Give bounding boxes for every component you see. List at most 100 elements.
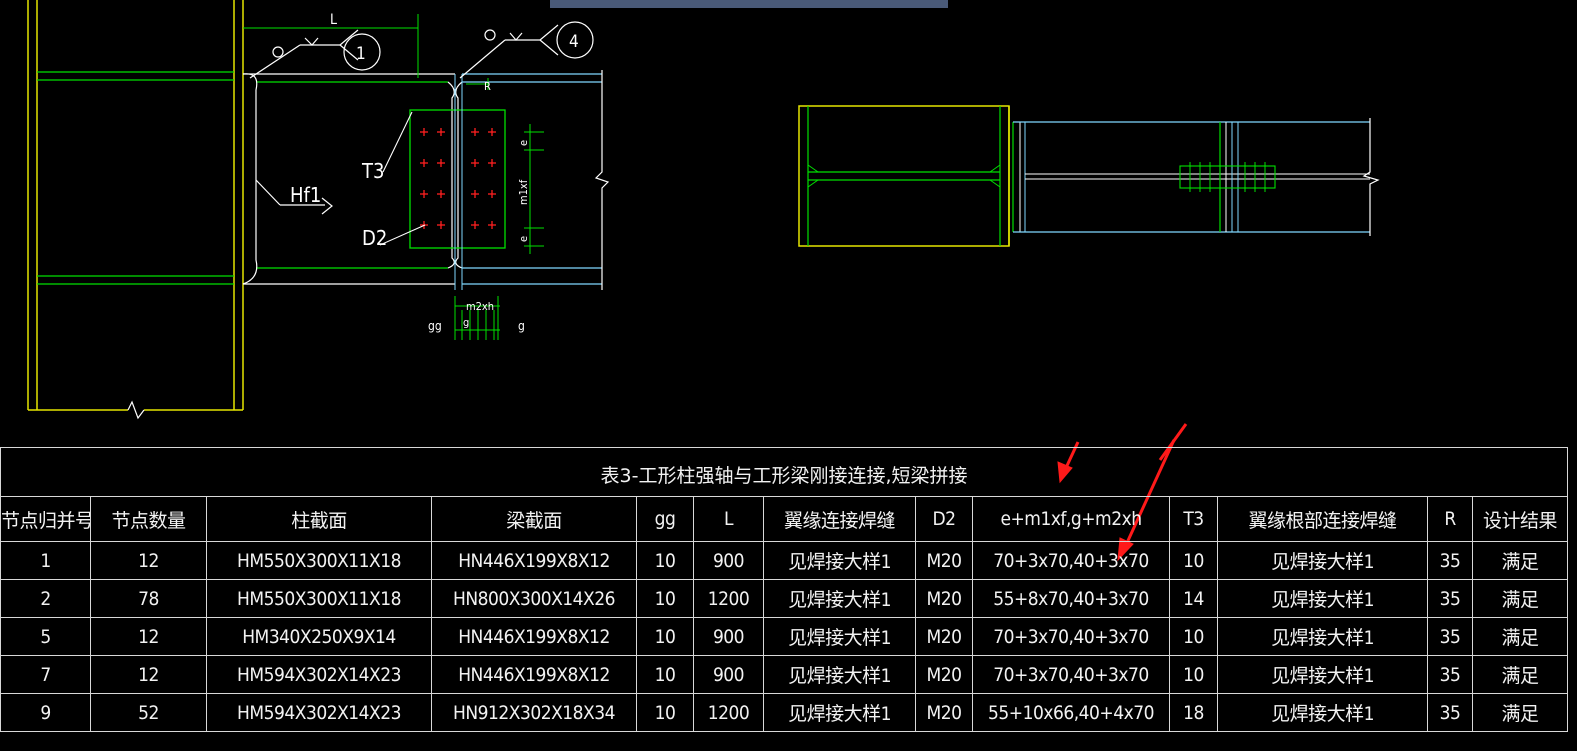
table-cell: HN912X302X18X34 (431, 693, 637, 732)
table-cell: 35 (1427, 541, 1473, 580)
column-header: 节点数量 (90, 496, 207, 542)
dim-L-label: L (330, 12, 337, 28)
table-cell: 12 (90, 617, 207, 656)
table-cell: 18 (1169, 693, 1218, 732)
bolt-cross-icon (437, 221, 445, 229)
table-cell: 10 (1169, 655, 1218, 694)
bolt-cross-icon (471, 221, 479, 229)
table-cell: 满足 (1472, 579, 1568, 618)
table-cell: 7 (0, 655, 91, 694)
table-cell: 14 (1169, 579, 1218, 618)
table-cell: 10 (636, 655, 694, 694)
column-header: 翼缘连接焊缝 (763, 496, 916, 542)
drawing-labels: L 1 4 R T3 Hf1 D2 e m1xf e m2xh gg g g (290, 12, 579, 333)
bolt-cross-icon (437, 190, 445, 198)
table-cell: 78 (90, 579, 207, 618)
table-cell: HM594X302X14X23 (206, 655, 432, 694)
table-cell: 见焊接大样1 (1217, 617, 1428, 656)
column-header: e+m1xf,g+m2xh (972, 496, 1170, 542)
bolt-cross-icon (437, 159, 445, 167)
table-cell: 满足 (1472, 617, 1568, 656)
table-cell: HN800X300X14X26 (431, 579, 637, 618)
short-beam-elevation (242, 70, 610, 290)
table-cell: 满足 (1472, 541, 1568, 580)
bolt-cross-icon (437, 128, 445, 136)
column-header: R (1427, 496, 1473, 542)
table-title: 表3-工形柱强轴与工形梁刚接连接,短梁拼接 (0, 447, 1568, 496)
bolt-cross-icon (471, 128, 479, 136)
weld-4-label: 4 (569, 32, 579, 52)
table-cell: HN446X199X8X12 (431, 541, 637, 580)
table-cell: 见焊接大样1 (763, 541, 916, 580)
table-cell: 见焊接大样1 (1217, 655, 1428, 694)
table-cell: 35 (1427, 693, 1473, 732)
table-cell: 10 (1169, 541, 1218, 580)
column-header: 节点归并号 (0, 496, 91, 542)
table-cell: 55+10x66,40+4x70 (972, 693, 1170, 732)
gg-label: gg (428, 319, 442, 333)
table-cell: 10 (636, 579, 694, 618)
table-cell: HN446X199X8X12 (431, 655, 637, 694)
table-cell: M20 (915, 655, 973, 694)
bolt-cross-icon (471, 190, 479, 198)
column-header: 设计结果 (1472, 496, 1568, 542)
beam-plan-view (798, 105, 1380, 247)
table-cell: 满足 (1472, 693, 1568, 732)
leader-lines (379, 111, 426, 246)
Hf1-label: Hf1 (290, 183, 321, 207)
table-cell: 5 (0, 617, 91, 656)
table-cell: 满足 (1472, 655, 1568, 694)
table-cell: HM550X300X11X18 (206, 579, 432, 618)
table-cell: 12 (90, 541, 207, 580)
column-header: 柱截面 (206, 496, 432, 542)
table-cell: 10 (636, 617, 694, 656)
table-cell: 见焊接大样1 (1217, 541, 1428, 580)
table-cell: HM550X300X11X18 (206, 541, 432, 580)
table-cell: HM594X302X14X23 (206, 693, 432, 732)
table-cell: 35 (1427, 617, 1473, 656)
table-cell: 70+3x70,40+3x70 (972, 617, 1170, 656)
table-cell: 10 (636, 693, 694, 732)
m2xh-label: m2xh (466, 300, 494, 313)
red-arrow-icon (1057, 441, 1080, 484)
top-toolbar-strip (550, 0, 948, 8)
table-cell: 见焊接大样1 (763, 693, 916, 732)
column-header: T3 (1169, 496, 1218, 542)
table-cell: 900 (693, 655, 764, 694)
table-cell: 900 (693, 541, 764, 580)
column-header: 翼缘根部连接焊缝 (1217, 496, 1428, 542)
column-header: L (693, 496, 764, 542)
bolt-cross-icon (488, 159, 496, 167)
table-cell: 2 (0, 579, 91, 618)
D2-label: D2 (362, 226, 387, 250)
table-cell: 10 (636, 541, 694, 580)
table-cell: M20 (915, 579, 973, 618)
table-cell: 见焊接大样1 (763, 655, 916, 694)
R-label: R (484, 80, 491, 93)
column-header: gg (636, 496, 694, 542)
column-header: 梁截面 (431, 496, 637, 542)
table-cell: 见焊接大样1 (1217, 693, 1428, 732)
table-cell: HM340X250X9X14 (206, 617, 432, 656)
table-cell: 1 (0, 541, 91, 580)
table-cell: 12 (90, 655, 207, 694)
bolt-cross-icon (420, 190, 428, 198)
T3-label: T3 (361, 159, 384, 183)
weld-symbol-icon (459, 21, 594, 79)
bolt-cross-icon (488, 128, 496, 136)
table-cell: 70+3x70,40+3x70 (972, 655, 1170, 694)
table-cell: 9 (0, 693, 91, 732)
table-cell: HN446X199X8X12 (431, 617, 637, 656)
table-cell: M20 (915, 693, 973, 732)
table-cell: 1200 (693, 693, 764, 732)
bolt-cross-icon (420, 128, 428, 136)
table-cell: 35 (1427, 579, 1473, 618)
table-cell: 52 (90, 693, 207, 732)
